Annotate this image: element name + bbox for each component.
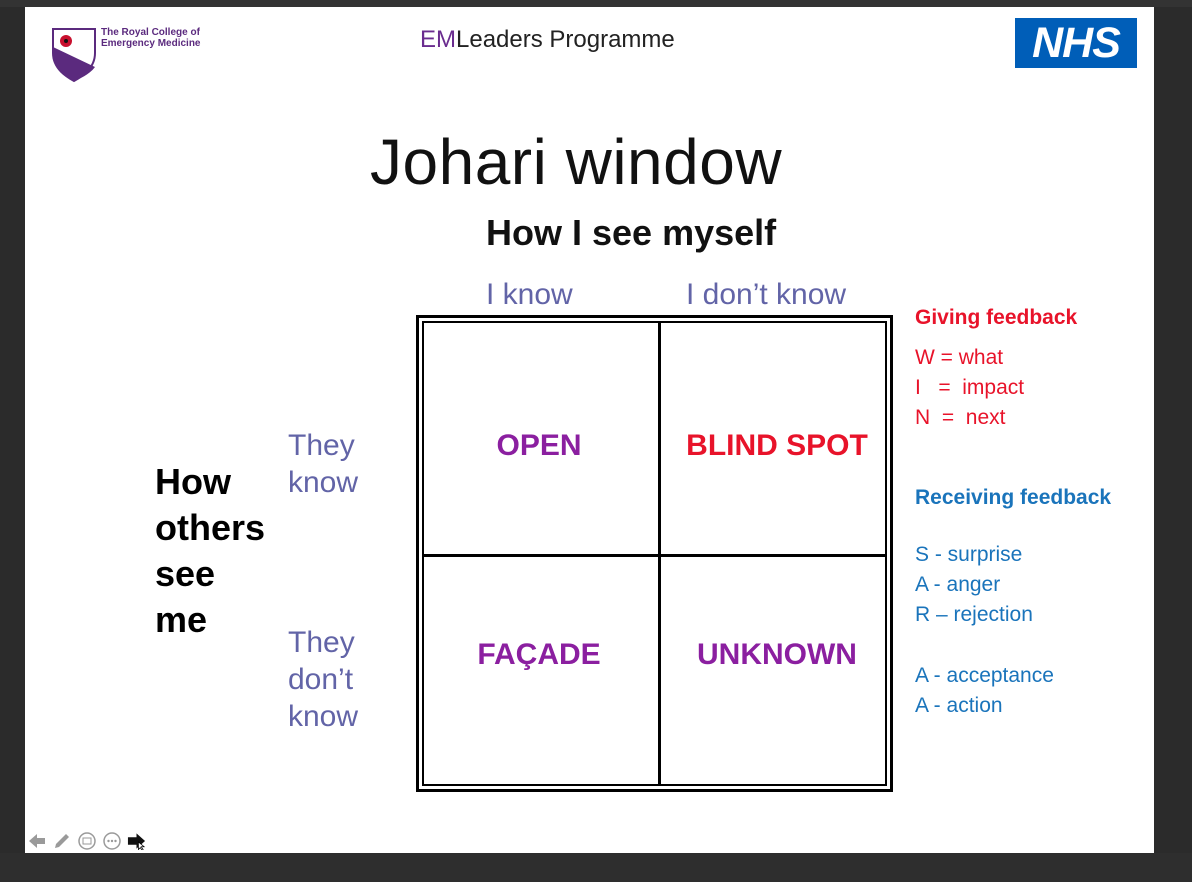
nhs-logo: NHS [1015, 18, 1137, 68]
receiving-feedback-item: A - anger [915, 573, 1001, 596]
rcem-logo-text: The Royal College of Emergency Medicine [101, 27, 200, 49]
receiving-feedback-item: A - acceptance [915, 664, 1054, 687]
row-label-they-know: They know [288, 427, 358, 501]
giving-feedback-item: N = next [915, 406, 1006, 429]
giving-feedback-item: W = what [915, 346, 1004, 369]
slides-icon[interactable] [77, 832, 96, 851]
slide-subtitle: How I see myself [486, 212, 777, 253]
programme-title: EMLeaders Programme [420, 26, 675, 54]
side-label-line: me [155, 599, 208, 640]
giving-feedback-item: I = impact [915, 376, 1025, 399]
presentation-slide: The Royal College of Emergency Medicine … [25, 7, 1154, 853]
receiving-feedback-item: S - surprise [915, 543, 1023, 566]
johari-grid: OPEN BLIND SPOT FAÇADE UNKNOWN [416, 315, 893, 792]
cell-blind-spot: BLIND SPOT [686, 429, 868, 462]
column-label-i-dont-know: I don’t know [686, 278, 847, 311]
grid-vertical-divider [658, 323, 661, 784]
grid-inner-border: OPEN BLIND SPOT FAÇADE UNKNOWN [422, 321, 887, 786]
row-label-line: don’t [288, 663, 354, 696]
pen-icon[interactable] [52, 832, 71, 851]
slide-title: Johari window [370, 126, 783, 198]
receiving-feedback-item: R – rejection [915, 603, 1033, 626]
programme-suffix: Leaders Programme [456, 26, 675, 53]
forward-arrow-icon[interactable] [127, 832, 146, 851]
cell-facade: FAÇADE [477, 638, 601, 671]
cell-unknown: UNKNOWN [697, 638, 857, 671]
row-label-line: They [288, 429, 355, 462]
viewer-top-bar [0, 0, 1192, 7]
grid-horizontal-divider [424, 554, 885, 557]
rcem-shield-logo [52, 28, 96, 83]
side-label-how-others-see-me: How others see me [155, 459, 265, 643]
viewer-bottom-bar [0, 853, 1192, 882]
receiving-feedback-heading: Receiving feedback [915, 486, 1112, 509]
programme-prefix: EM [420, 26, 456, 53]
cell-open: OPEN [496, 429, 582, 462]
org-name-line1: The Royal College of [101, 27, 200, 38]
receiving-feedback-item: A - action [915, 694, 1003, 717]
back-arrow-icon[interactable] [27, 832, 46, 851]
side-label-line: others [155, 507, 266, 548]
side-label-line: How [155, 461, 231, 502]
column-label-i-know: I know [486, 278, 573, 311]
row-label-line: know [288, 466, 359, 499]
more-icon[interactable] [102, 832, 121, 851]
row-label-line: They [288, 626, 355, 659]
org-name-line2: Emergency Medicine [101, 38, 201, 49]
row-label-they-dont-know: They don’t know [288, 624, 358, 735]
viewer-right-margin [1154, 7, 1192, 853]
row-label-line: know [288, 700, 359, 733]
side-label-line: see [155, 553, 216, 594]
giving-feedback-heading: Giving feedback [915, 306, 1078, 329]
slideshow-toolbar [27, 830, 146, 852]
